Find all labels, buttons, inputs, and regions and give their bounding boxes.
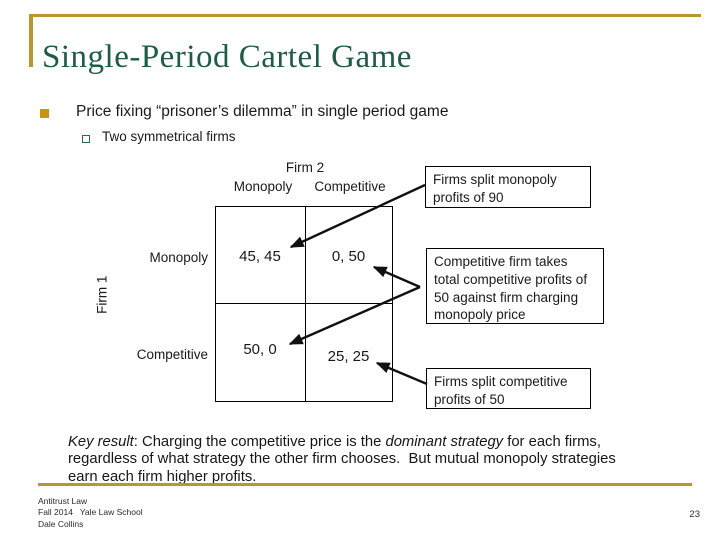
payoff-cell-competitive-competitive: 25, 25 bbox=[327, 348, 370, 365]
payoff-matrix bbox=[215, 206, 393, 402]
bullet-square-icon bbox=[40, 109, 49, 118]
firm2-label: Firm 2 bbox=[285, 160, 325, 175]
row-label-competitive: Competitive bbox=[136, 347, 208, 362]
page-title: Single-Period Cartel Game bbox=[42, 39, 412, 75]
bottom-gold-border bbox=[38, 483, 692, 486]
row-label-monopoly: Monopoly bbox=[149, 250, 208, 265]
footer-line-course: Antitrust Law bbox=[38, 496, 88, 506]
footer-line-author: Dale Collins bbox=[38, 518, 84, 529]
firm1-label: Firm 1 bbox=[94, 275, 110, 314]
callout-monopoly-split: Firms split monopoly profits of 90 bbox=[425, 166, 591, 208]
payoff-cell-monopoly-competitive: 0, 50 bbox=[331, 248, 366, 265]
payoff-cell-competitive-monopoly: 50, 0 bbox=[243, 341, 277, 358]
key-result-text: Key result: Charging the competitive pri… bbox=[68, 433, 620, 485]
bullet-text: Price fixing “prisoner’s dilemma” in sin… bbox=[76, 103, 449, 120]
callout-competitive-takes: Competitive firm takes total competitive… bbox=[426, 248, 604, 324]
page-number: 23 bbox=[689, 509, 700, 520]
sub-bullet-text: Two symmetrical firms bbox=[102, 129, 236, 144]
payoff-cell-monopoly-monopoly: 45, 45 bbox=[239, 248, 281, 265]
top-gold-border bbox=[29, 14, 701, 17]
sub-bullet-square-icon bbox=[82, 135, 90, 143]
left-gold-border bbox=[29, 14, 33, 67]
callout-competitive-split: Firms split competitive profits of 50 bbox=[426, 368, 591, 409]
footer-line-term: Fall 2014 Yale Law School bbox=[38, 507, 143, 518]
col-label-competitive: Competitive bbox=[314, 179, 386, 194]
col-label-monopoly: Monopoly bbox=[233, 179, 293, 194]
matrix-horizontal-divider bbox=[216, 303, 392, 305]
